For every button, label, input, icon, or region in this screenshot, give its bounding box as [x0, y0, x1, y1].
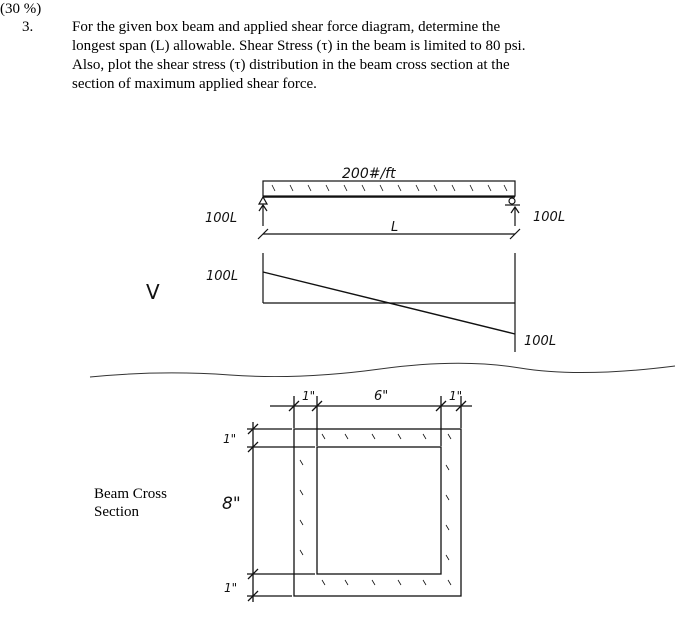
outer-box — [293, 428, 462, 597]
question-text-line-3: Also, plot the shear stress (τ) distribu… — [72, 57, 510, 73]
top-wall-dim: 1" — [223, 432, 236, 446]
beam-diagram — [257, 180, 521, 240]
question-text-line-2: longest span (L) allowable. Shear Stress… — [72, 38, 526, 54]
left-wall-dim: 1" — [302, 389, 315, 403]
cross-section-caption-line-1: Beam Cross — [94, 486, 167, 502]
sfd-bottom-value: 100L — [524, 334, 556, 349]
question-text-line-4: section of maximum applied shear force. — [72, 76, 317, 92]
shear-axis-label: V — [146, 280, 160, 304]
right-roller-support — [508, 197, 516, 205]
load-hatching — [271, 184, 508, 192]
distributed-load-block — [262, 180, 516, 197]
right-reaction-label: 100L — [533, 210, 565, 225]
sfd-shear-line — [262, 271, 516, 335]
shear-force-diagram — [262, 253, 516, 352]
inner-width-dim: 6" — [374, 389, 388, 404]
problem-weight: (30 %) — [0, 1, 42, 17]
question-text-line-1: For the given box beam and applied shear… — [72, 19, 501, 35]
left-reaction-label: 100L — [205, 211, 237, 226]
page-tear-divider — [89, 362, 676, 378]
cross-section-drawing — [247, 396, 472, 602]
span-label: L — [391, 220, 398, 235]
inner-box — [316, 446, 442, 575]
cross-section-caption-line-2: Section — [94, 504, 139, 520]
question-number: 3. — [22, 19, 34, 35]
sfd-top-value: 100L — [206, 269, 238, 284]
load-label: 200#/ft — [342, 166, 396, 182]
right-wall-dim: 1" — [449, 389, 462, 403]
wall-hatching — [299, 433, 452, 586]
bottom-wall-dim: 1" — [224, 581, 237, 595]
left-pin-support — [257, 195, 269, 205]
height-dim: 8" — [222, 494, 241, 514]
